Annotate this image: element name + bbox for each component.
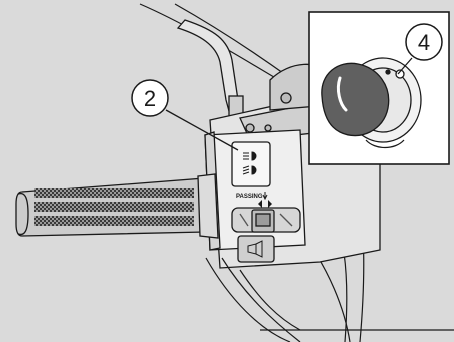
turn-signal-switch [232,208,300,232]
ignition-inset: 4 [309,12,449,164]
passing-label: PASSING [236,194,263,200]
callout-4-number: 4 [418,30,430,55]
callout-2-number: 2 [144,86,156,111]
horn-button [238,236,274,262]
